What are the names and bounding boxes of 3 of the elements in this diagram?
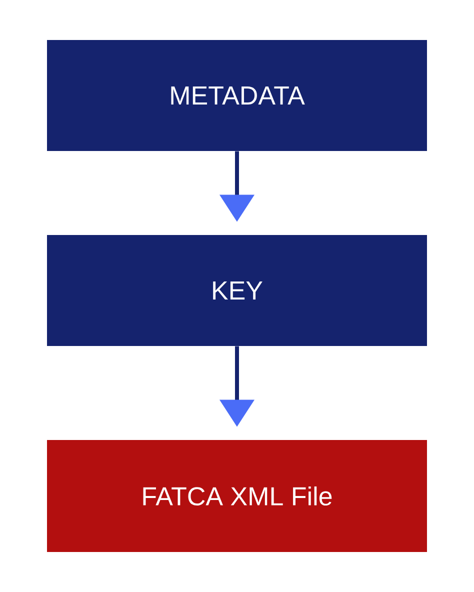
process-box: METADATA xyxy=(47,40,427,151)
process-box: KEY xyxy=(47,235,427,346)
process-box: FATCA XML File xyxy=(47,440,427,552)
